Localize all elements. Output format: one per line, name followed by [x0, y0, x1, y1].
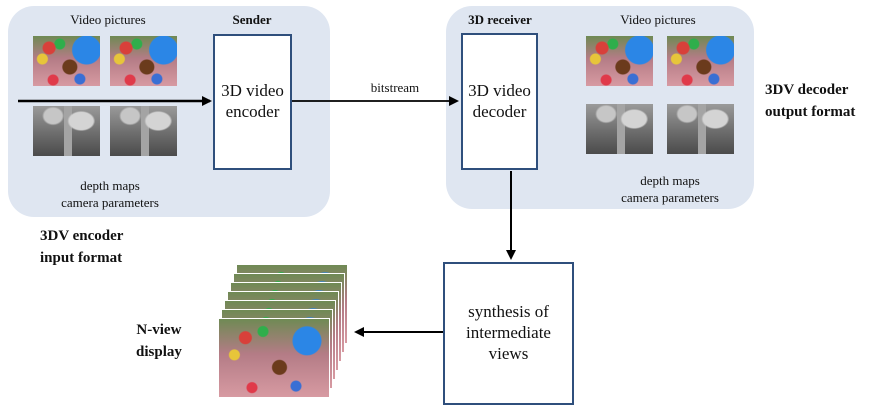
depth-camera-right-label: depth maps camera parameters: [621, 173, 719, 205]
video-picture-4: [667, 36, 734, 86]
depth-camera-left-label: depth maps camera parameters: [61, 178, 159, 210]
synthesis-box: synthesis of intermediate views: [443, 262, 574, 405]
decoder-box: 3D video decoder: [461, 33, 538, 170]
video-picture-3: [586, 36, 653, 86]
depth-map-2: [110, 106, 177, 156]
bitstream-label: bitstream: [370, 80, 420, 95]
decoder-output-format-label: 3DV decoder output format: [765, 82, 856, 120]
depth-map-4: [667, 104, 734, 154]
n-view-frame-7: [218, 318, 330, 398]
encoder-box: 3D video encoder: [213, 34, 292, 170]
sender-title: Sender: [232, 12, 272, 27]
video-pictures-left-label: Video pictures: [70, 12, 146, 27]
depth-map-3: [586, 104, 653, 154]
n-view-display-label: N-view display: [136, 322, 182, 360]
video-picture-1: [33, 36, 100, 86]
video-pictures-right-label: Video pictures: [620, 12, 696, 27]
receiver-title: 3D receiver: [468, 12, 532, 27]
depth-map-1: [33, 106, 100, 156]
video-picture-2: [110, 36, 177, 86]
encoder-input-format-label: 3DV encoder input format: [40, 228, 124, 266]
